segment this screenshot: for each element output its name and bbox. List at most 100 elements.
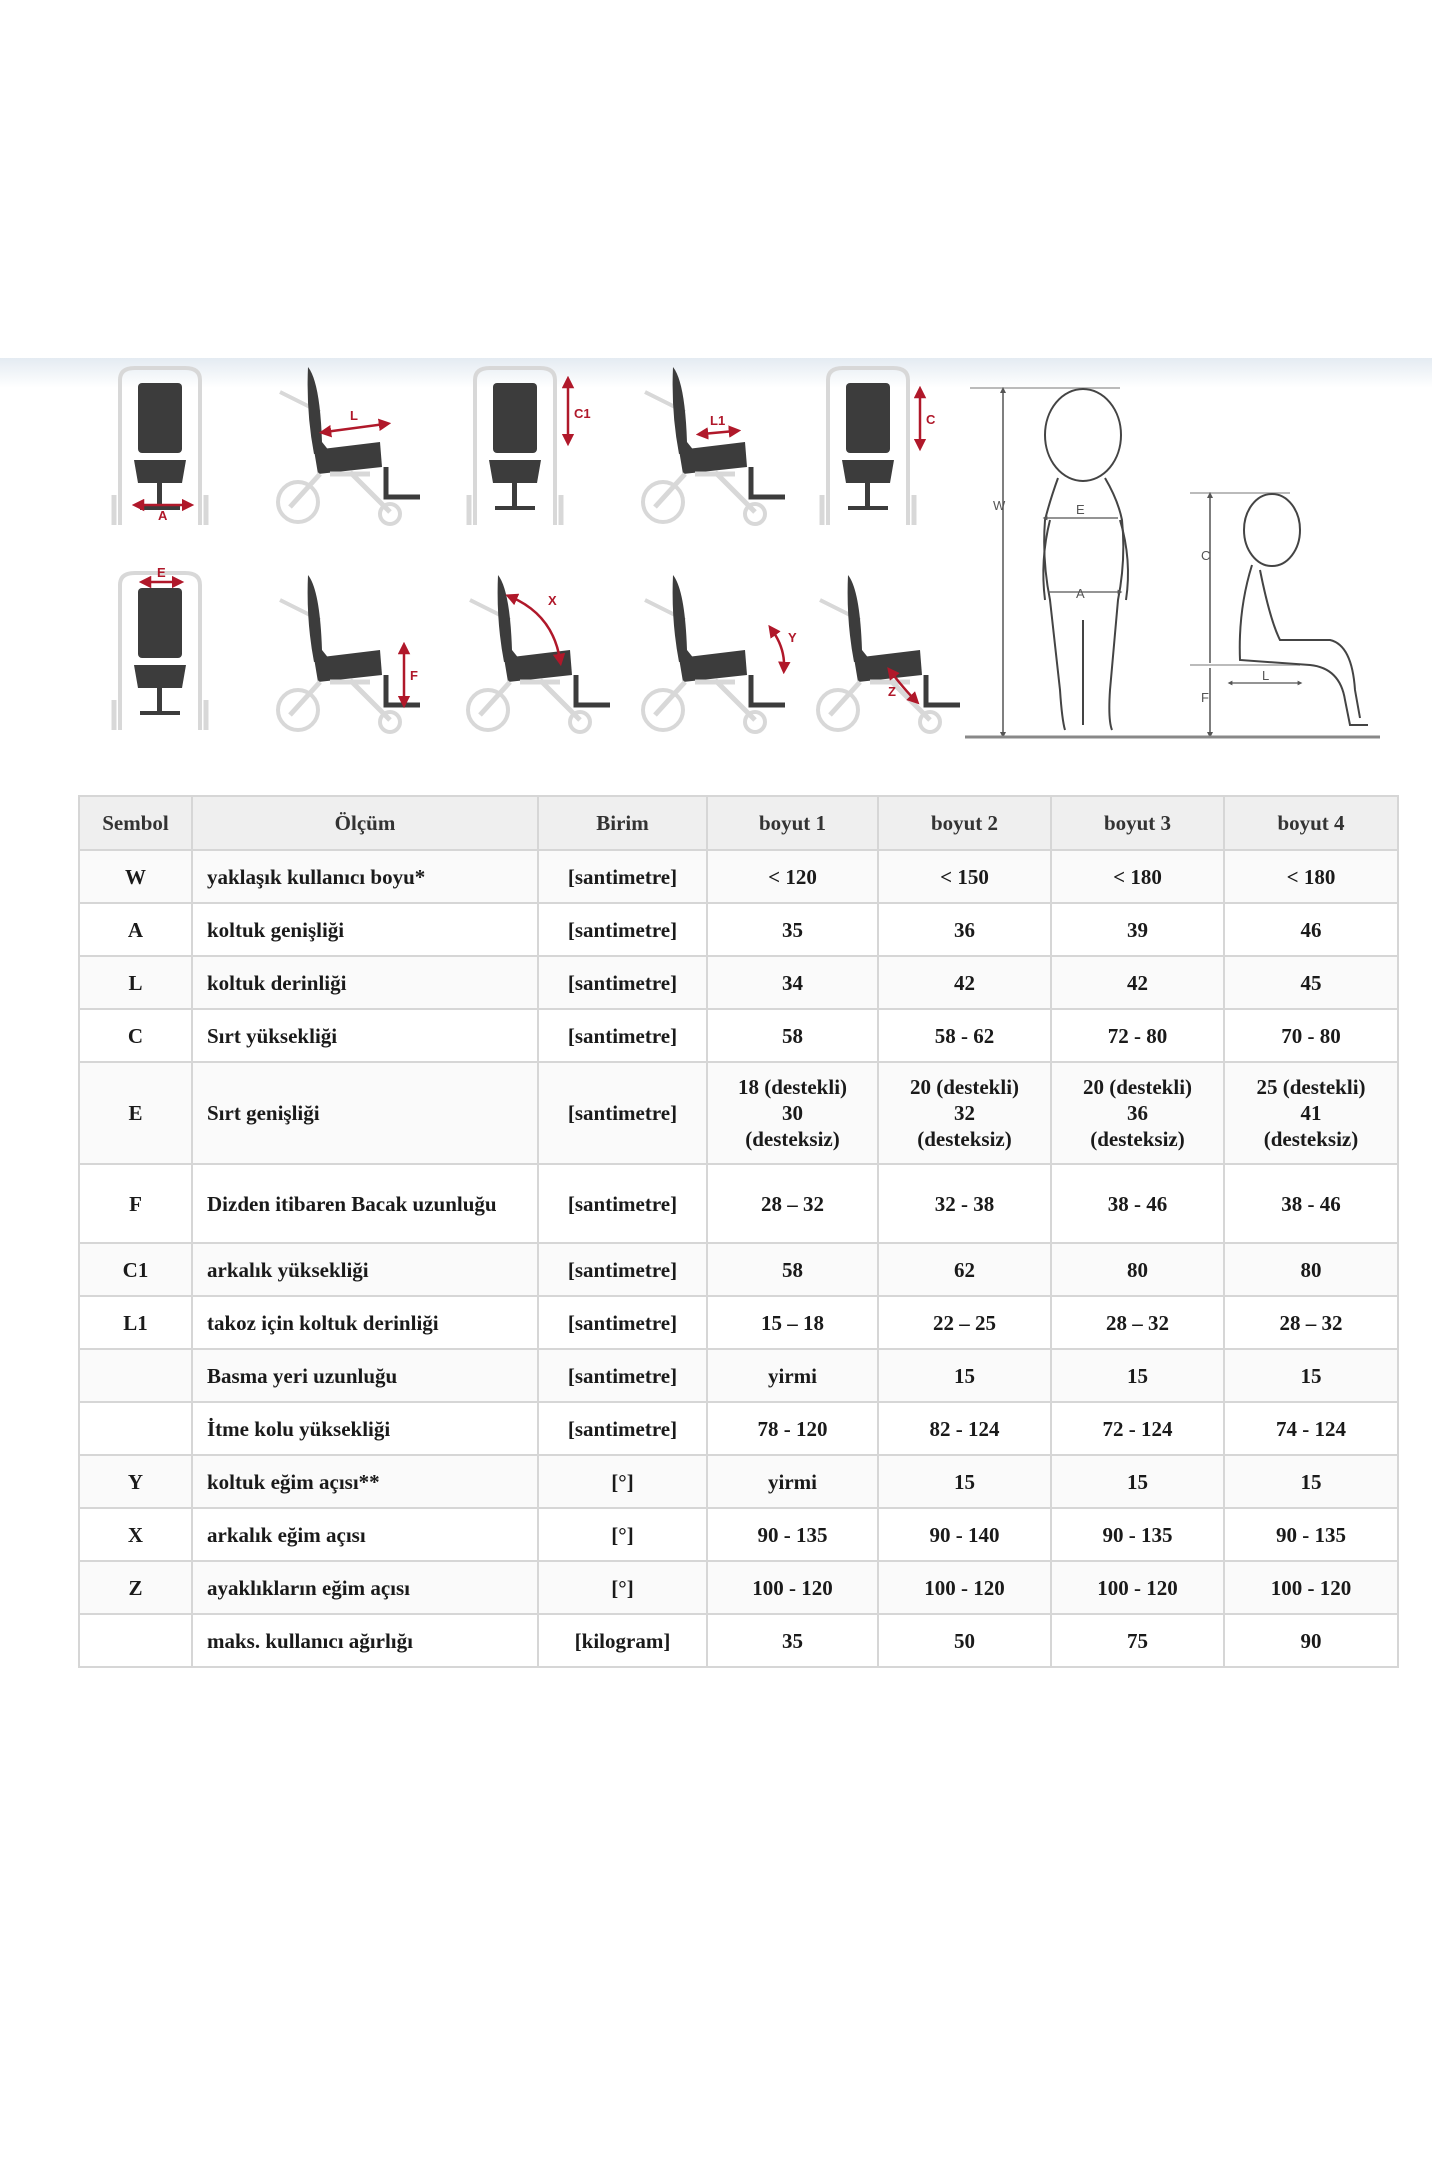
svg-text:A: A <box>158 508 168 523</box>
header-measure: Ölçüm <box>191 795 539 851</box>
row-size-3-value: 28 – 32 <box>1050 1295 1225 1350</box>
row-unit: [santimetre] <box>537 1348 708 1403</box>
row-symbol: W <box>78 849 193 904</box>
row-symbol: L1 <box>78 1295 193 1350</box>
row-size-1-value: 18 (destekli) 30 (desteksiz) <box>706 1061 879 1165</box>
svg-text:L: L <box>350 408 358 423</box>
row-size-2-value: 36 <box>877 902 1052 957</box>
sitting-child-figure <box>1190 493 1368 735</box>
row-size-4-value: 38 - 46 <box>1223 1163 1399 1244</box>
row-size-1-value: yirmi <box>706 1348 879 1403</box>
row-size-3-value: 42 <box>1050 955 1225 1010</box>
row-size-3-value: 15 <box>1050 1454 1225 1509</box>
size-specification-table: Sembol Ölçüm Birim boyut 1 boyut 2 boyut… <box>78 795 1399 1668</box>
row-symbol: C1 <box>78 1242 193 1297</box>
row-symbol: A <box>78 902 193 957</box>
svg-text:Z: Z <box>888 684 896 699</box>
row-unit: [santimetre] <box>537 1295 708 1350</box>
row-unit: [santimetre] <box>537 1163 708 1244</box>
row-size-3-value: 90 - 135 <box>1050 1507 1225 1562</box>
chair-measurement-illustration: A L C1 L1 C E F X Y Z W E A C F L <box>0 358 1432 760</box>
row-size-2-value: 15 <box>877 1348 1052 1403</box>
chair-front-view <box>114 368 206 525</box>
row-measure: takoz için koltuk derinliği <box>191 1295 539 1350</box>
row-size-2-value: 22 – 25 <box>877 1295 1052 1350</box>
row-symbol: E <box>78 1061 193 1165</box>
row-size-2-value: 62 <box>877 1242 1052 1297</box>
row-size-4-value: 15 <box>1223 1348 1399 1403</box>
svg-text:C: C <box>1201 548 1210 563</box>
svg-text:X: X <box>548 593 557 608</box>
row-measure: Sırt yüksekliği <box>191 1008 539 1063</box>
svg-text:C: C <box>926 412 936 427</box>
row-unit: [santimetre] <box>537 955 708 1010</box>
svg-text:A: A <box>1076 586 1085 601</box>
row-size-2-value: 50 <box>877 1613 1052 1668</box>
row-symbol: L <box>78 955 193 1010</box>
row-size-2-value: 15 <box>877 1454 1052 1509</box>
row-size-4-value: < 180 <box>1223 849 1399 904</box>
row-size-2-value: 100 - 120 <box>877 1560 1052 1615</box>
row-size-1-value: 35 <box>706 1613 879 1668</box>
row-size-4-value: 80 <box>1223 1242 1399 1297</box>
table-row: İtme kolu yüksekliği[santimetre]78 - 120… <box>78 1401 1399 1456</box>
header-symbol: Sembol <box>78 795 193 851</box>
row-measure: Dizden itibaren Bacak uzunluğu <box>191 1163 539 1244</box>
row-measure: maks. kullanıcı ağırlığı <box>191 1613 539 1668</box>
header-size-4: boyut 4 <box>1223 795 1399 851</box>
row-measure: Sırt genişliği <box>191 1061 539 1165</box>
row-unit: [santimetre] <box>537 1061 708 1165</box>
row-size-3-value: 80 <box>1050 1242 1225 1297</box>
row-size-3-value: 100 - 120 <box>1050 1560 1225 1615</box>
row-size-1-value: yirmi <box>706 1454 879 1509</box>
header-unit: Birim <box>537 795 708 851</box>
row-symbol: X <box>78 1507 193 1562</box>
row-size-2-value: < 150 <box>877 849 1052 904</box>
row-size-1-value: 78 - 120 <box>706 1401 879 1456</box>
chair-side-view <box>643 367 785 524</box>
header-size-1: boyut 1 <box>706 795 879 851</box>
svg-text:Y: Y <box>788 630 797 645</box>
row-size-1-value: 34 <box>706 955 879 1010</box>
row-symbol: F <box>78 1163 193 1244</box>
header-size-3: boyut 3 <box>1050 795 1225 851</box>
row-unit: [santimetre] <box>537 902 708 957</box>
row-size-3-value: 20 (destekli) 36 (desteksiz) <box>1050 1061 1225 1165</box>
row-size-4-value: 25 (destekli) 41 (desteksiz) <box>1223 1061 1399 1165</box>
row-unit: [kilogram] <box>537 1613 708 1668</box>
row-size-1-value: < 120 <box>706 849 879 904</box>
chair-front-view <box>114 573 206 730</box>
row-symbol: C <box>78 1008 193 1063</box>
row-size-2-value: 42 <box>877 955 1052 1010</box>
chair-side-view <box>818 575 960 732</box>
row-size-2-value: 32 - 38 <box>877 1163 1052 1244</box>
row-size-2-value: 82 - 124 <box>877 1401 1052 1456</box>
svg-text:C1: C1 <box>574 406 591 421</box>
row-size-4-value: 45 <box>1223 955 1399 1010</box>
chair-side-view <box>643 575 785 732</box>
row-unit: [santimetre] <box>537 1008 708 1063</box>
row-size-3-value: 15 <box>1050 1348 1225 1403</box>
row-size-2-value: 20 (destekli) 32 (desteksiz) <box>877 1061 1052 1165</box>
svg-text:E: E <box>1076 502 1085 517</box>
row-size-3-value: 38 - 46 <box>1050 1163 1225 1244</box>
row-symbol <box>78 1401 193 1456</box>
row-size-1-value: 15 – 18 <box>706 1295 879 1350</box>
row-size-4-value: 46 <box>1223 902 1399 957</box>
row-size-1-value: 90 - 135 <box>706 1507 879 1562</box>
row-measure: Basma yeri uzunluğu <box>191 1348 539 1403</box>
row-unit: [°] <box>537 1507 708 1562</box>
chair-side-view <box>468 575 610 732</box>
row-size-4-value: 70 - 80 <box>1223 1008 1399 1063</box>
row-size-1-value: 28 – 32 <box>706 1163 879 1244</box>
svg-text:L: L <box>1262 668 1269 683</box>
svg-text:F: F <box>410 668 418 683</box>
chair-side-view <box>278 367 420 524</box>
header-size-2: boyut 2 <box>877 795 1052 851</box>
